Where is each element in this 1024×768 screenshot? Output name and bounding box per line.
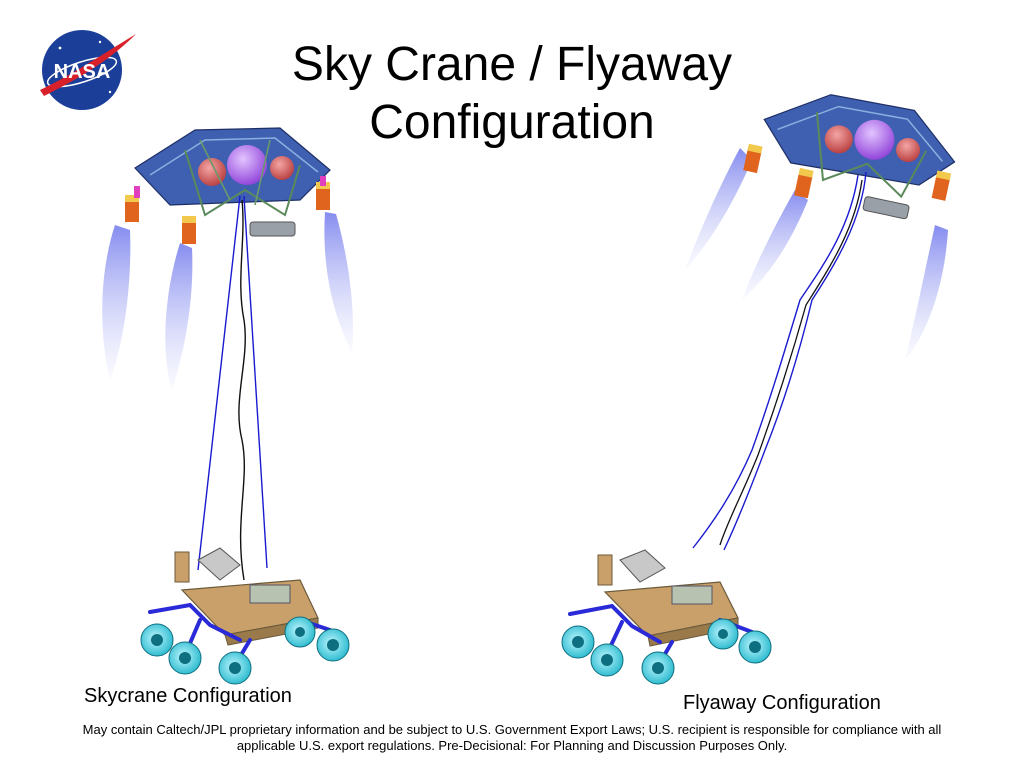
caption-flyaway: Flyaway Configuration	[683, 692, 881, 714]
flyaway-bridles	[692, 171, 867, 551]
slide-title: Sky Crane / Flyaway Configuration	[291, 38, 733, 149]
caption-skycrane: Skycrane Configuration	[84, 685, 292, 707]
nasa-logo-wordmark: NASA	[54, 61, 111, 83]
flyaway-rover	[561, 549, 772, 685]
skycrane-bridles	[197, 195, 268, 581]
flyaway-descent-stage	[685, 94, 956, 360]
skycrane-rover	[140, 547, 350, 685]
nasa-logo: NASA	[40, 30, 136, 110]
export-disclaimer: May contain Caltech/JPL proprietary info…	[82, 722, 942, 753]
skycrane-descent-stage	[102, 127, 353, 390]
